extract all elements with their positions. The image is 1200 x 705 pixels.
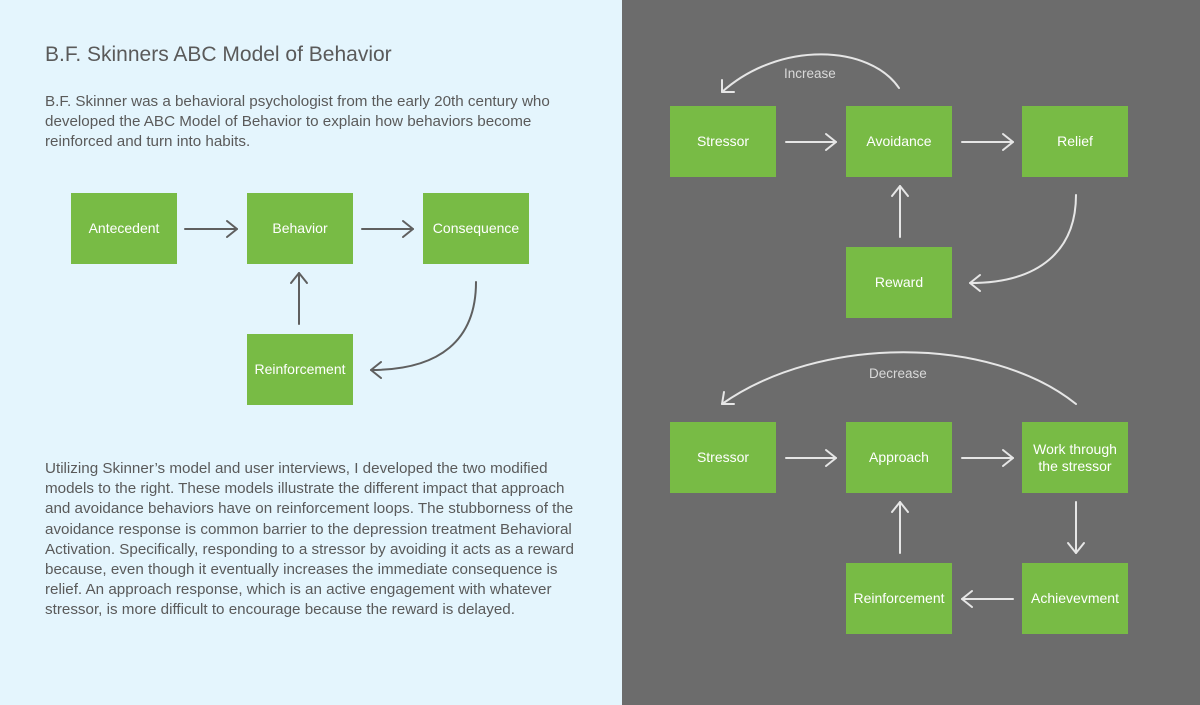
approach-approach-box: Approach — [846, 422, 952, 493]
abc-behavior-box: Behavior — [247, 193, 353, 264]
approach-reinforcement-label: Reinforcement — [853, 590, 945, 606]
avoid-stressor-box: Stressor — [670, 106, 776, 177]
arrow-avoid-stressor-to-avoidance — [785, 133, 837, 151]
arrow-reinforcement-to-approach — [891, 501, 909, 554]
approach-stressor-label: Stressor — [696, 449, 750, 465]
abc-behavior-label: Behavior — [272, 220, 328, 236]
arrow-work-through-to-achievement — [1067, 501, 1085, 554]
arrow-approach-stressor-to-approach — [785, 449, 837, 467]
abc-consequence-box: Consequence — [423, 193, 529, 264]
decrease-label: Decrease — [869, 366, 927, 381]
arrow-relief-to-reward — [969, 194, 1077, 292]
approach-approach-label: Approach — [869, 449, 929, 465]
page-title: B.F. Skinners ABC Model of Behavior — [45, 43, 392, 66]
avoid-stressor-label: Stressor — [696, 133, 750, 149]
arrow-consequence-to-reinforcement — [370, 281, 477, 379]
avoid-avoidance-box: Avoidance — [846, 106, 952, 177]
arrow-achievement-to-reinforcement — [961, 590, 1014, 608]
arrow-behavior-to-consequence — [361, 220, 414, 238]
arrow-reinforcement-to-behavior — [290, 272, 308, 325]
increase-label: Increase — [784, 66, 836, 81]
avoid-relief-box: Relief — [1022, 106, 1128, 177]
arrow-approach-to-work-through — [961, 449, 1014, 467]
work-through-line2: the stressor — [1038, 457, 1112, 474]
work-through-line1: Work through — [1033, 440, 1117, 457]
abc-consequence-label: Consequence — [432, 220, 520, 236]
avoid-reward-box: Reward — [846, 247, 952, 318]
avoid-reward-label: Reward — [874, 274, 924, 290]
arrow-antecedent-to-behavior — [184, 220, 238, 238]
avoid-avoidance-label: Avoidance — [866, 133, 932, 149]
abc-antecedent-box: Antecedent — [71, 193, 177, 264]
approach-reinforcement-box: Reinforcement — [846, 563, 952, 634]
body-paragraph: Utilizing Skinner’s model and user inter… — [45, 460, 575, 619]
abc-antecedent-label: Antecedent — [88, 220, 160, 236]
intro-paragraph: B.F. Skinner was a behavioral psychologi… — [45, 93, 550, 150]
approach-achievement-label: Achievevment — [1031, 590, 1119, 606]
abc-reinforcement-box: Reinforcement — [247, 334, 353, 405]
arc-increase-loop — [721, 53, 900, 93]
approach-achievement-box: Achievevment — [1022, 563, 1128, 634]
abc-reinforcement-label: Reinforcement — [254, 361, 346, 377]
approach-work-through-box: Work through the stressor — [1022, 422, 1128, 493]
arrow-reward-to-avoidance — [891, 185, 909, 238]
arrow-avoidance-to-relief — [961, 133, 1014, 151]
approach-stressor-box: Stressor — [670, 422, 776, 493]
avoid-relief-label: Relief — [1057, 133, 1093, 149]
arc-decrease-loop — [721, 351, 1077, 405]
